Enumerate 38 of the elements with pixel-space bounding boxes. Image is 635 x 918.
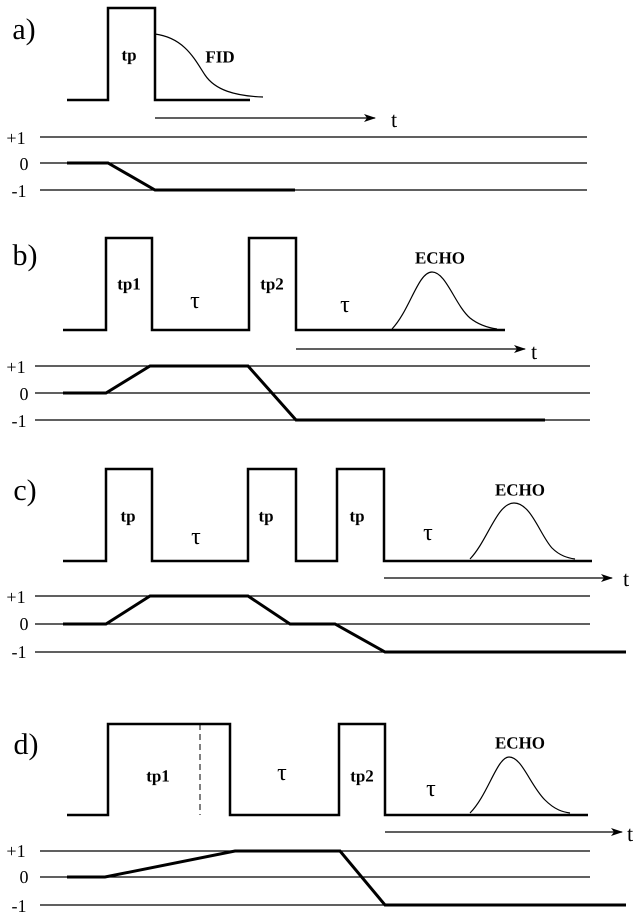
time-axis-label: t [530,341,538,363]
coherence-level-label: +1 [6,129,26,147]
pulse-label: ECHO [494,482,546,498]
pulse-label: FID [205,48,235,66]
pulse-label: tp [349,508,365,524]
coherence-level-label: 0 [20,155,28,173]
panel-letter: c) [13,476,37,506]
coherence-level-label: 0 [20,615,28,633]
pulse-label: tp [258,508,274,524]
coherence-level-label: +1 [6,842,26,860]
time-axis-label: t [622,568,630,590]
coherence-level-label: -1 [12,182,26,200]
pulse-label: ECHO [414,250,466,266]
delay-label: τ [277,761,287,785]
pulse-label: tp1 [117,276,141,292]
pulse-label: tp2 [350,768,374,784]
pulse-label: tp1 [146,768,170,784]
delay-label: τ [190,289,200,313]
pulse-label: tp [120,508,136,524]
panel-letter: b) [12,241,38,271]
panel-letter: d) [14,730,38,760]
delay-label: τ [423,521,433,545]
coherence-level-label: +1 [6,358,26,376]
time-axis-label: t [626,823,634,845]
coherence-level-label: +1 [6,588,26,606]
delay-label: τ [191,525,201,549]
pulse-label: ECHO [494,734,546,752]
coherence-level-label: 0 [20,385,28,403]
coherence-level-label: -1 [12,412,26,430]
delay-label: τ [340,293,350,317]
coherence-level-label: -1 [12,643,26,661]
pulse-label: tp2 [260,276,284,292]
coherence-level-label: -1 [12,897,26,915]
delay-label: τ [426,777,436,801]
time-axis-label: t [390,109,398,131]
coherence-level-label: 0 [20,868,28,886]
pulse-label: tp [121,46,137,64]
panel-letter: a) [12,15,36,45]
